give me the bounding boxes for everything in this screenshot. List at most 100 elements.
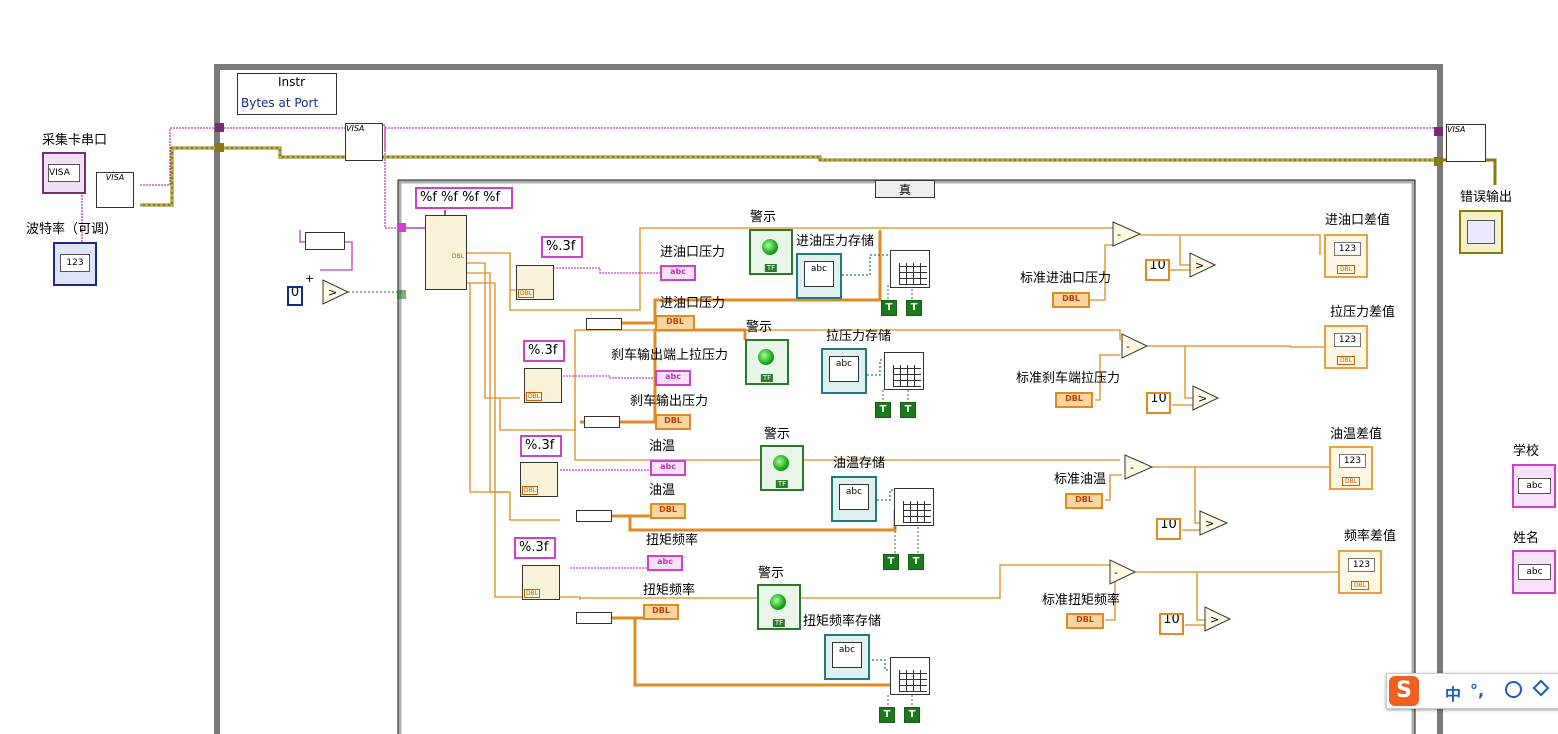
std-brake-control[interactable]: DBL	[1055, 392, 1093, 408]
svg-text:>: >	[1205, 517, 1214, 530]
ime-logo-icon[interactable]: S	[1389, 676, 1419, 706]
oil-store-path[interactable]: abc	[831, 476, 877, 522]
format-constant-2[interactable]: %.3f	[523, 340, 565, 362]
error-out-label: 错误输出	[1460, 190, 1513, 205]
svg-text:+: +	[305, 272, 314, 285]
std-torque-control[interactable]: DBL	[1066, 613, 1104, 629]
case-selector[interactable]: 真	[875, 180, 935, 198]
threshold-constant-2[interactable]: 10	[1146, 392, 1171, 414]
format-value-node-3[interactable]: DBL	[520, 462, 558, 497]
true-constant-1b[interactable]: T	[906, 300, 922, 316]
to-dbl-conversion-3	[576, 510, 612, 522]
oil-temp-dbl-label: 油温	[649, 483, 676, 498]
format-constant-4[interactable]: %.3f	[514, 537, 556, 559]
write-spreadsheet-2[interactable]	[884, 352, 924, 390]
to-dbl-conversion-2	[584, 416, 620, 428]
diff-inlet-label: 进油口差值	[1325, 213, 1391, 228]
true-constant-2a[interactable]: T	[875, 402, 891, 418]
visa-resource-text: VISA	[48, 164, 80, 182]
svg-text:-: -	[1114, 566, 1118, 579]
svg-text:-: -	[1126, 340, 1130, 353]
visa-property-node[interactable]: Instr Bytes at Port	[237, 73, 337, 115]
true-constant-3a[interactable]: T	[883, 554, 899, 570]
scan-format-constant[interactable]: %f %f %f %f	[415, 187, 513, 209]
svg-text:-: -	[1130, 461, 1134, 474]
torque-store-path[interactable]: abc	[824, 634, 870, 680]
threshold-constant-3[interactable]: 10	[1156, 518, 1181, 540]
std-oil-label: 标准油温	[1054, 472, 1107, 487]
baud-rate-control[interactable]: 123	[53, 242, 97, 286]
inlet-store-label: 进油压力存储	[796, 234, 875, 249]
pull-pressure-dbl-label: 刹车输出压力	[630, 394, 709, 409]
to-dbl-conversion-4	[576, 612, 612, 624]
oil-temp-string-indicator: abc	[650, 460, 686, 476]
std-torque-label: 标准扭矩频率	[1042, 593, 1121, 608]
instr-label: Instr	[278, 75, 306, 89]
format-value-node-2[interactable]: DBL	[524, 368, 562, 403]
svg-text:>: >	[328, 286, 337, 299]
ime-emoji-icon[interactable]	[1505, 681, 1522, 698]
visa-resource-control[interactable]: VISA	[42, 152, 86, 194]
std-inlet-control[interactable]: DBL	[1052, 292, 1090, 308]
name-label: 姓名	[1513, 531, 1540, 546]
inlet-pressure-string-indicator: abc	[660, 265, 696, 281]
warning-label-4: 警示	[758, 566, 785, 581]
scan-from-string-node[interactable]: DBL	[425, 215, 467, 290]
torque-store-label: 扭矩频率存储	[803, 614, 882, 629]
visa-read-icon[interactable]: VISA	[345, 123, 383, 161]
format-value-node-4[interactable]: DBL	[522, 565, 560, 600]
format-value-node-1[interactable]: DBL	[516, 265, 554, 300]
bytes-at-port-node[interactable]	[305, 232, 345, 250]
true-constant-3b[interactable]: T	[908, 554, 924, 570]
svg-text:-: -	[1117, 228, 1121, 241]
svg-text:>: >	[1198, 392, 1207, 405]
visa-configure-serial-icon[interactable]: VISA	[96, 172, 134, 208]
true-constant-4a[interactable]: T	[879, 707, 895, 723]
case-selector-value: 真	[898, 183, 911, 197]
torque-dbl-indicator: DBL	[643, 604, 679, 620]
torque-string-label: 扭矩频率	[646, 533, 699, 548]
inlet-pressure-dbl-indicator: DBL	[655, 315, 695, 331]
oil-temp-string-label: 油温	[649, 439, 676, 454]
baud-rate-label: 波特率（可调）	[26, 222, 118, 237]
svg-text:>: >	[1210, 613, 1219, 626]
bytes-at-port-label: Bytes at Port	[241, 96, 319, 110]
true-constant-2b[interactable]: T	[900, 402, 916, 418]
name-control[interactable]: abc	[1512, 550, 1556, 594]
warning-led-3: TF	[760, 445, 804, 491]
error-out-indicator	[1459, 210, 1503, 254]
true-constant-1a[interactable]: T	[881, 300, 897, 316]
write-spreadsheet-4[interactable]	[890, 657, 930, 695]
warning-led-2: TF	[745, 339, 789, 385]
std-oil-control[interactable]: DBL	[1065, 493, 1103, 509]
pull-store-label: 拉压力存储	[826, 329, 892, 344]
inlet-pressure-dbl-label: 进油口压力	[660, 296, 726, 311]
std-brake-label: 标准刹车端拉压力	[1016, 371, 1121, 386]
write-spreadsheet-1[interactable]	[890, 250, 930, 288]
threshold-constant-1[interactable]: 10	[1145, 259, 1170, 281]
ime-pen-icon[interactable]	[1532, 679, 1550, 697]
ime-punct-button[interactable]: °,	[1470, 681, 1485, 700]
to-dbl-conversion-1	[586, 318, 622, 330]
school-label: 学校	[1513, 444, 1540, 459]
torque-string-indicator: abc	[647, 555, 683, 571]
zero-constant[interactable]: 0	[287, 286, 303, 306]
ime-toolbar[interactable]: S 中 °,	[1386, 673, 1558, 709]
format-constant-3[interactable]: %.3f	[520, 435, 562, 457]
ime-mode-button[interactable]: 中	[1445, 685, 1462, 704]
true-constant-4b[interactable]: T	[904, 707, 920, 723]
format-constant-1[interactable]: %.3f	[541, 236, 583, 258]
threshold-constant-4[interactable]: 10	[1159, 613, 1184, 635]
warning-led-1: TF	[749, 229, 793, 275]
visa-close-icon[interactable]: VISA	[1446, 124, 1486, 162]
warning-label-3: 警示	[764, 427, 791, 442]
inlet-store-path[interactable]: abc	[796, 253, 842, 299]
pull-pressure-dbl-indicator: DBL	[655, 414, 691, 430]
write-spreadsheet-3[interactable]	[894, 488, 934, 526]
torque-dbl-label: 扭矩频率	[643, 583, 696, 598]
pull-store-path[interactable]: abc	[821, 348, 867, 394]
school-control[interactable]: abc	[1512, 464, 1556, 508]
